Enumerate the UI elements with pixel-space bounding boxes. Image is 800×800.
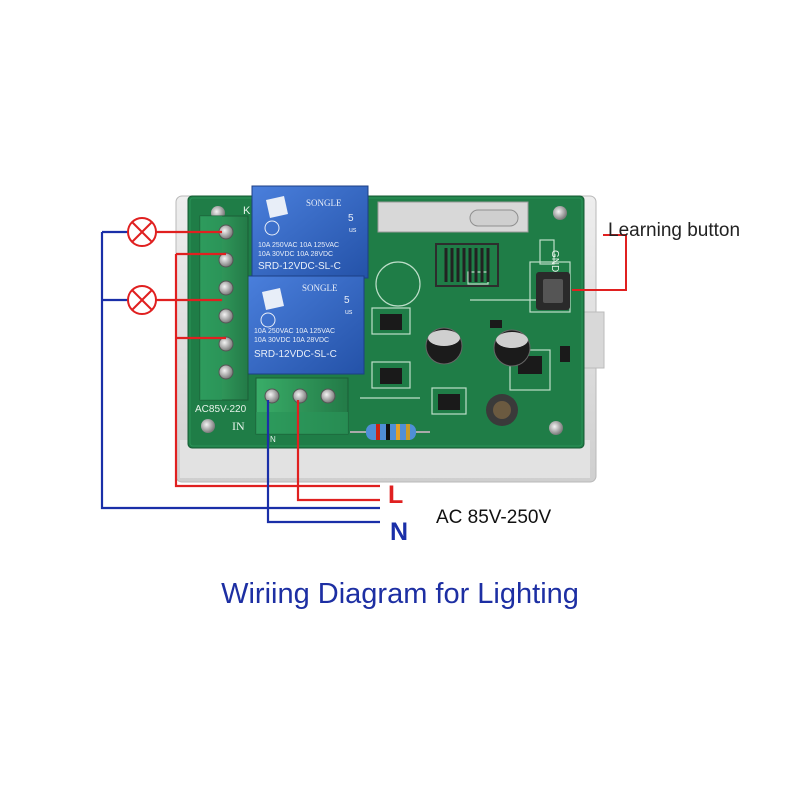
relay-model: SRD-12VDC-SL-C <box>258 261 341 272</box>
relay-brand: SONGLE <box>302 283 338 293</box>
gnd-label: GND <box>549 250 560 272</box>
neutral-wire <box>100 230 380 524</box>
terminal-screw <box>218 224 234 380</box>
mounting-screw <box>549 421 563 435</box>
relay-rating: 10A 250VAC 10A 125VAC <box>254 328 335 335</box>
relay-rating: 10A 250VAC 10A 125VAC <box>258 242 339 249</box>
terminal-screw <box>264 388 336 404</box>
input-terminal-block <box>255 377 349 435</box>
learning-button-callout-line <box>572 234 627 291</box>
relay-rating: 10A 30VDC 10A 28VDC <box>254 337 329 344</box>
in-label: IN <box>232 419 245 433</box>
inductor <box>486 394 518 426</box>
mounting-screw <box>201 419 215 433</box>
relay-mark: us <box>345 309 353 316</box>
relay-pin: 5 <box>348 213 354 224</box>
relay-pin: 5 <box>344 295 350 306</box>
lamp-icon <box>127 285 157 315</box>
diagram-title: Wiriing Diagram for Lighting <box>221 578 579 610</box>
live-wire <box>156 230 380 502</box>
lamp-icon <box>127 217 157 247</box>
relay-rating: 10A 30VDC 10A 28VDC <box>258 251 333 258</box>
live-label: L <box>388 481 404 509</box>
ac-voltage-label: AC 85V-250V <box>436 507 552 528</box>
capacitor <box>425 327 531 367</box>
n-pin-label: N <box>270 435 276 444</box>
ac-range-label: AC85V-220 <box>195 404 247 415</box>
output-terminal-block <box>199 215 249 401</box>
resistor <box>350 424 430 440</box>
rf-receiver-module <box>377 201 529 287</box>
relay-1: SONGLE 5 us 10A 250VAC 10A 125VAC 10A 30… <box>251 185 369 279</box>
neutral-label: N <box>390 518 409 546</box>
learning-button-label: Learning button <box>608 220 741 241</box>
relay-model: SRD-12VDC-SL-C <box>254 349 337 360</box>
relay-brand: SONGLE <box>306 198 342 208</box>
mounting-screw <box>553 206 567 220</box>
k-label: K <box>243 205 251 217</box>
learning-button[interactable] <box>536 272 570 310</box>
relay-2: SONGLE 5 us 10A 250VAC 10A 125VAC 10A 30… <box>247 275 365 375</box>
relay-mark: us <box>349 227 357 234</box>
